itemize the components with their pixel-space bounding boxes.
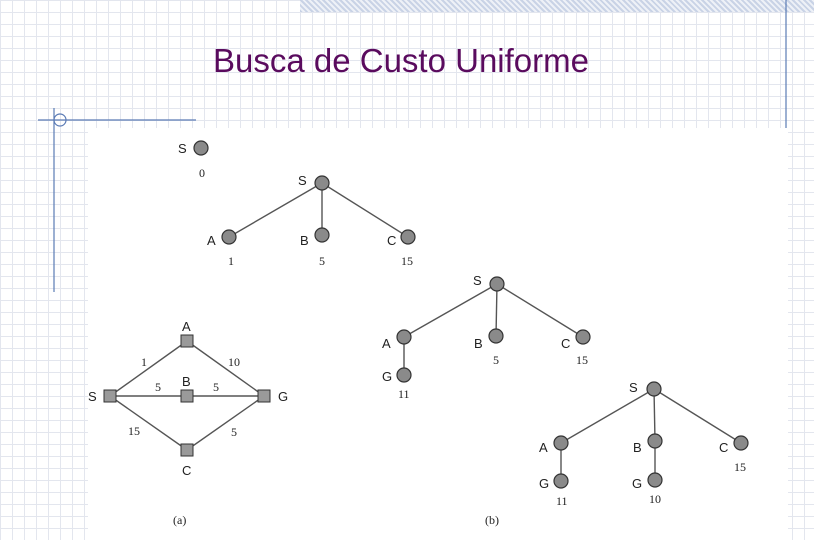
edge-cost-label: 15 [128,424,140,438]
graph-node-label: A [182,319,191,334]
tree-node [647,433,663,449]
figure-caption-b: (b) [485,513,499,527]
node-label: B [300,233,309,248]
tree-node [489,276,505,292]
tree-node [396,367,412,383]
edge-cost-label: 5 [155,380,161,394]
graph-node-g [257,389,271,403]
graph-node-label: B [182,374,191,389]
path-cost-label: 5 [319,254,325,268]
graph-edge-a-g [186,340,265,397]
header-decoration-strip [300,0,814,12]
figure-caption-a: (a) [173,513,186,527]
node-label: C [719,440,728,455]
node-label: A [382,336,391,351]
tree-node [396,329,412,345]
node-label: C [387,233,396,248]
node-label: G [539,476,549,491]
tree-edge [560,388,655,444]
path-cost-label: 15 [401,254,413,268]
accent-circle [53,113,67,127]
tree-step-2: S A 1 B 5 C 15 [207,173,416,268]
path-cost-label: 5 [493,353,499,367]
tree-edge [495,283,498,337]
tree-node [553,473,569,489]
graph-edge-s-c [109,395,188,451]
tree-node [553,435,569,451]
state-space-graph: S A B C G 1 10 5 5 15 5 [88,319,288,478]
node-label: B [474,336,483,351]
edge-cost-label: 10 [228,355,240,369]
tree-node [575,329,591,345]
tree-edge [653,388,656,442]
node-label: B [633,440,642,455]
path-cost-label: 15 [576,353,588,367]
node-label: S [473,273,482,288]
tree-node [400,229,416,245]
path-cost-label: 11 [398,387,410,401]
graph-edge-c-g [186,395,265,451]
graph-edge-s-a [109,340,188,397]
tree-node [488,328,504,344]
graph-node-s [103,389,117,403]
tree-step-3: S A B 5 C 15 G 11 [382,273,591,401]
node-label: C [561,336,570,351]
node-label: G [632,476,642,491]
graph-node-a [180,334,194,348]
tree-node [646,381,662,397]
graph-node-b [180,389,194,403]
tree-edge [403,283,498,338]
node-label: S [178,141,187,156]
tree-node [733,435,749,451]
slide-title-text: Busca de Custo Uniforme [212,42,589,79]
tree-node [221,229,237,245]
tree-node [193,140,209,156]
node-label: A [207,233,216,248]
tree-node [314,175,330,191]
tree-edge [228,182,323,238]
slide-title: Busca de Custo Uniforme [0,42,814,80]
tree-step-4: S A B C 15 G 11 G 10 [539,380,749,508]
edge-cost-label: 5 [213,380,219,394]
path-cost-label: 11 [556,494,568,508]
graph-node-label: S [88,389,97,404]
tree-edge [496,283,584,338]
tree-node [314,227,330,243]
edge-cost-label: 5 [231,425,237,439]
tree-edge [321,182,409,238]
path-cost-label: 15 [734,460,746,474]
graph-node-label: G [278,389,288,404]
tree-node [647,472,663,488]
tree-step-1: S 0 [178,140,209,180]
figure-panel [88,128,788,540]
path-cost-label: 0 [199,166,205,180]
path-cost-label: 1 [228,254,234,268]
node-label: G [382,369,392,384]
node-label: A [539,440,548,455]
path-cost-label: 10 [649,492,661,506]
node-label: S [629,380,638,395]
edge-cost-label: 1 [141,355,147,369]
node-label: S [298,173,307,188]
tree-edge [653,388,742,444]
graph-node-label: C [182,463,191,478]
graph-node-c [180,443,194,457]
